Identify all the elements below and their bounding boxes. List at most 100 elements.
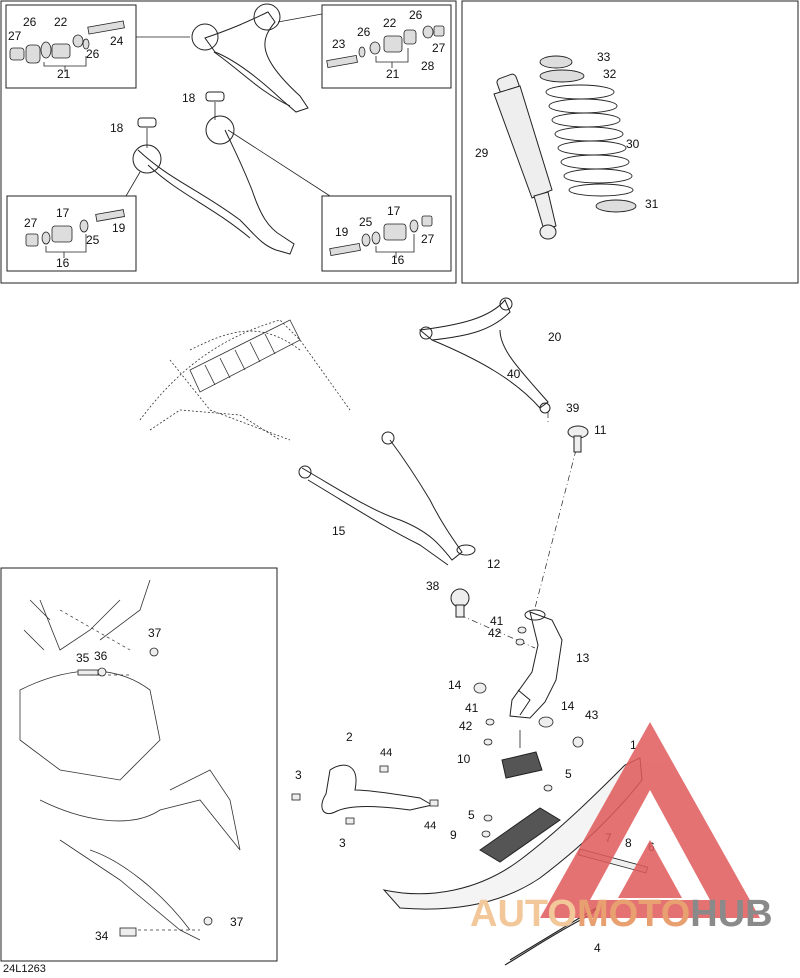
bushing-kit-lower-right (329, 215, 433, 257)
frame-view-frame (0, 567, 278, 962)
callout-44: 44 (424, 820, 436, 832)
bushing-kit-upper-left (9, 20, 125, 64)
callout-27: 27 (24, 216, 38, 230)
callout-37: 37 (148, 626, 162, 640)
lower-a-arm-15 (298, 431, 476, 566)
callout-26: 26 (357, 25, 371, 39)
ball-joint-11 (567, 425, 589, 453)
callout-40: 40 (507, 367, 521, 381)
ball-joint-38 (450, 588, 470, 618)
callout-30: 30 (626, 137, 640, 151)
callout-16: 16 (391, 253, 405, 267)
inset-box-top-left (5, 4, 137, 89)
spindle-13 (509, 609, 563, 719)
callout-10: 10 (457, 752, 471, 766)
callout-21: 21 (57, 67, 71, 81)
callout-41: 41 (490, 614, 504, 628)
callout-15: 15 (332, 524, 346, 538)
watermark-hub: HUB (690, 893, 772, 935)
watermark-triangle (540, 722, 760, 918)
callout-18: 18 (182, 91, 196, 105)
callout-38: 38 (426, 579, 440, 593)
watermark-moto: MOTO (577, 893, 690, 935)
callout-20: 20 (548, 330, 562, 344)
callout-19: 19 (335, 225, 349, 239)
callout-25: 25 (86, 233, 100, 247)
callout-41: 41 (465, 701, 479, 715)
inset-box-bottom-right (321, 195, 452, 272)
callout-22: 22 (383, 16, 397, 30)
callout-18: 18 (110, 121, 124, 135)
callout-17: 17 (387, 204, 401, 218)
callout-11: 11 (594, 423, 607, 437)
chassis-frame-sketch (19, 579, 241, 941)
callout-14: 14 (561, 699, 575, 713)
upper-a-arm-20 (418, 297, 551, 414)
callout-27: 27 (8, 29, 22, 43)
callout-26: 26 (86, 47, 100, 61)
callout-5: 5 (565, 767, 572, 781)
callout-26: 26 (409, 8, 423, 22)
shock-absorber (493, 73, 557, 240)
callout-42: 42 (488, 626, 502, 640)
bushing-kit-upper-right (326, 25, 445, 69)
callout-16: 16 (56, 256, 70, 270)
callout-8: 8 (625, 836, 632, 850)
callout-2: 2 (346, 730, 353, 744)
callout-17: 17 (56, 206, 70, 220)
callout-32: 32 (603, 67, 617, 81)
callout-28: 28 (421, 59, 435, 73)
callout-35: 35 (76, 651, 90, 665)
callout-34: 34 (95, 929, 109, 943)
shock-frame (461, 0, 799, 284)
bracket-21-upper-right (375, 48, 409, 68)
callout-9: 9 (450, 828, 457, 842)
callout-1: 1 (630, 738, 637, 752)
frame-hardware (77, 647, 213, 937)
bracket-16-lower-left (45, 234, 87, 258)
ski-nuts (481, 784, 553, 838)
upper-arm-exploded-frame (0, 0, 457, 284)
watermark-auto: AUTO (470, 893, 577, 935)
watermark-logo (540, 722, 760, 918)
assembly-shock-coil (189, 319, 301, 393)
callout-37: 37 (230, 915, 244, 929)
bracket-16-lower-right (375, 234, 415, 258)
inset-leader-lines (125, 13, 331, 197)
callout-31: 31 (645, 197, 659, 211)
inset-box-top-right (321, 4, 452, 89)
callout-26: 26 (23, 15, 37, 29)
callout-23: 23 (332, 37, 346, 51)
bushing-kit-lower-left (25, 209, 125, 247)
ski-handle-2 (321, 764, 434, 814)
spindle-hardware (473, 626, 584, 748)
callout-19: 19 (112, 221, 126, 235)
callout-4: 4 (594, 941, 601, 955)
callout-36: 36 (94, 649, 108, 663)
callout-29: 29 (475, 146, 489, 160)
upper-a-arm-sketch (191, 3, 309, 113)
spring-retainers (539, 55, 637, 213)
callout-3: 3 (339, 836, 346, 850)
assembly-view-sketch (139, 319, 351, 441)
callout-25: 25 (359, 215, 373, 229)
callout-12: 12 (487, 557, 501, 571)
callout-43: 43 (585, 708, 599, 722)
arrows-18 (146, 102, 216, 148)
callout-14: 14 (448, 678, 462, 692)
figure-code: 24L1263 (3, 963, 46, 975)
callout-21: 21 (386, 67, 400, 81)
rubber-pad-10 (501, 751, 543, 779)
callout-33: 33 (597, 50, 611, 64)
callout-24: 24 (110, 34, 124, 48)
callout-27: 27 (421, 232, 435, 246)
bracket-21-upper-left (43, 56, 87, 72)
alignment-lines (459, 412, 577, 649)
lower-a-arm-sketch (132, 91, 295, 255)
callout-27: 27 (432, 41, 446, 55)
callout-44: 44 (380, 747, 392, 759)
callout-13: 13 (576, 651, 590, 665)
handle-bolts (291, 765, 439, 825)
callout-22: 22 (54, 15, 68, 29)
